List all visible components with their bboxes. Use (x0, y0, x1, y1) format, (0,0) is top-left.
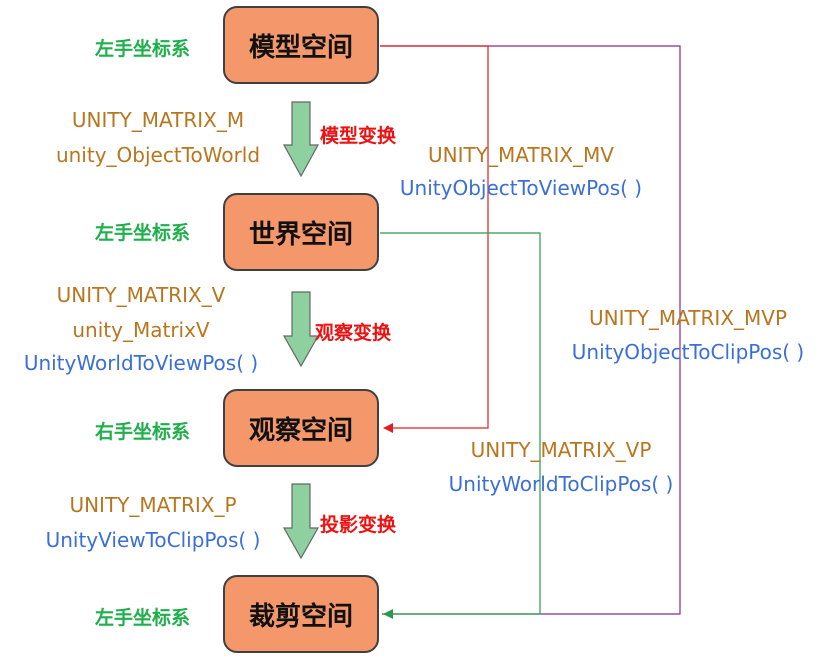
world-to-view-func-label: UnityWorldToViewPos( ) (23, 351, 259, 375)
view-handedness-label: 右手坐标系 (95, 421, 191, 443)
model-to-world-arrow (282, 101, 320, 178)
view-transform-label: 观察变换 (315, 322, 392, 344)
model-space-box: 模型空间 (223, 6, 379, 84)
view-space-box: 观察空间 (223, 389, 379, 467)
object-to-clip-func-label: UnityObjectToClipPos( ) (571, 340, 805, 364)
matrix-mv-label: UNITY_MATRIX_MV (428, 143, 614, 167)
world-space-box: 世界空间 (223, 193, 379, 271)
matrix-vp-label: UNITY_MATRIX_VP (470, 438, 652, 462)
matrix-mvp-label: UNITY_MATRIX_MVP (588, 306, 788, 330)
clip-handedness-label: 左手坐标系 (95, 607, 191, 629)
mv-connector-line (380, 45, 489, 433)
world-handedness-label: 左手坐标系 (95, 222, 191, 244)
view-to-clip-arrow (282, 483, 320, 560)
world-to-view-arrow (282, 291, 320, 368)
model-transform-label: 模型变换 (320, 125, 397, 147)
model-handedness-label: 左手坐标系 (95, 38, 191, 60)
projection-transform-label: 投影变换 (320, 514, 397, 536)
view-to-clip-func-label: UnityViewToClipPos( ) (45, 528, 261, 552)
matrix-v-label: UNITY_MATRIX_V (56, 283, 226, 307)
object-to-view-func-label: UnityObjectToViewPos( ) (399, 176, 643, 200)
world-to-clip-func-label: UnityWorldToClipPos( ) (448, 472, 674, 496)
clip-space-box: 裁剪空间 (223, 575, 379, 653)
matrix-m-label: UNITY_MATRIX_M (71, 108, 245, 132)
matrix-p-label: UNITY_MATRIX_P (69, 493, 237, 517)
object-to-world-label: unity_ObjectToWorld (55, 143, 261, 167)
mvp-connector-line (380, 45, 681, 615)
vp-connector-line (380, 232, 541, 619)
matrix-v-var-label: unity_MatrixV (72, 318, 210, 342)
